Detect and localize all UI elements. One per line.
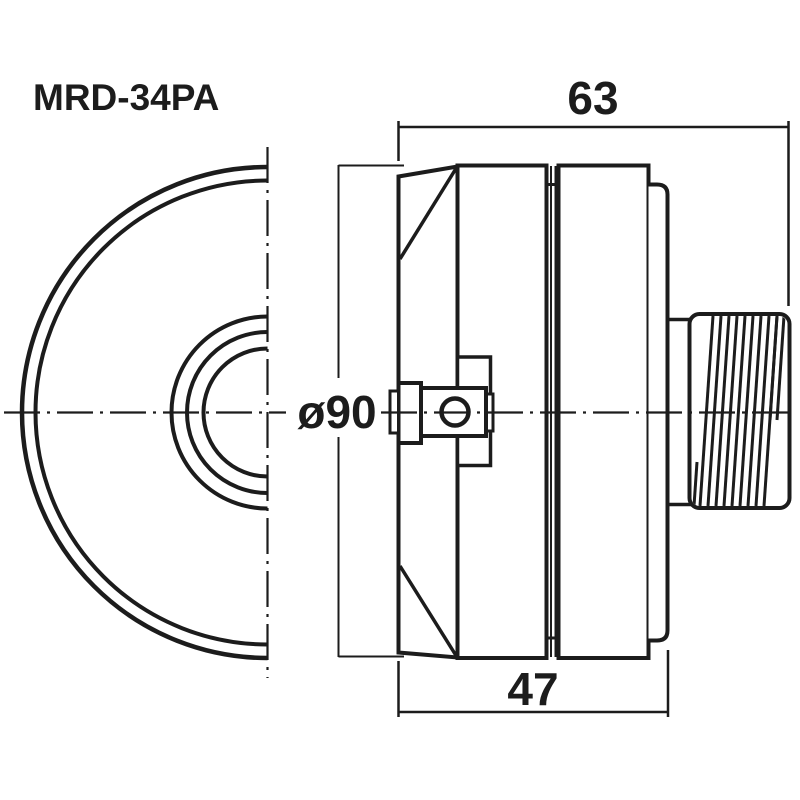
centerlines	[4, 147, 795, 678]
dim-diameter-90-label: ø90	[297, 386, 376, 438]
dim-63-label: 63	[567, 72, 618, 124]
front-plate-chamfer-bottom	[398, 565, 458, 657]
flange-face-lines	[337, 164, 404, 658]
dimension-63	[397, 121, 790, 306]
dimension-47	[397, 650, 670, 717]
thread-hatch-lines	[692, 316, 786, 506]
throat-arc-inner	[201, 346, 268, 479]
page-title: MRD-34PA	[33, 77, 219, 118]
front-plate-chamfer-top	[398, 167, 458, 260]
dim-47-label: 47	[507, 663, 558, 715]
